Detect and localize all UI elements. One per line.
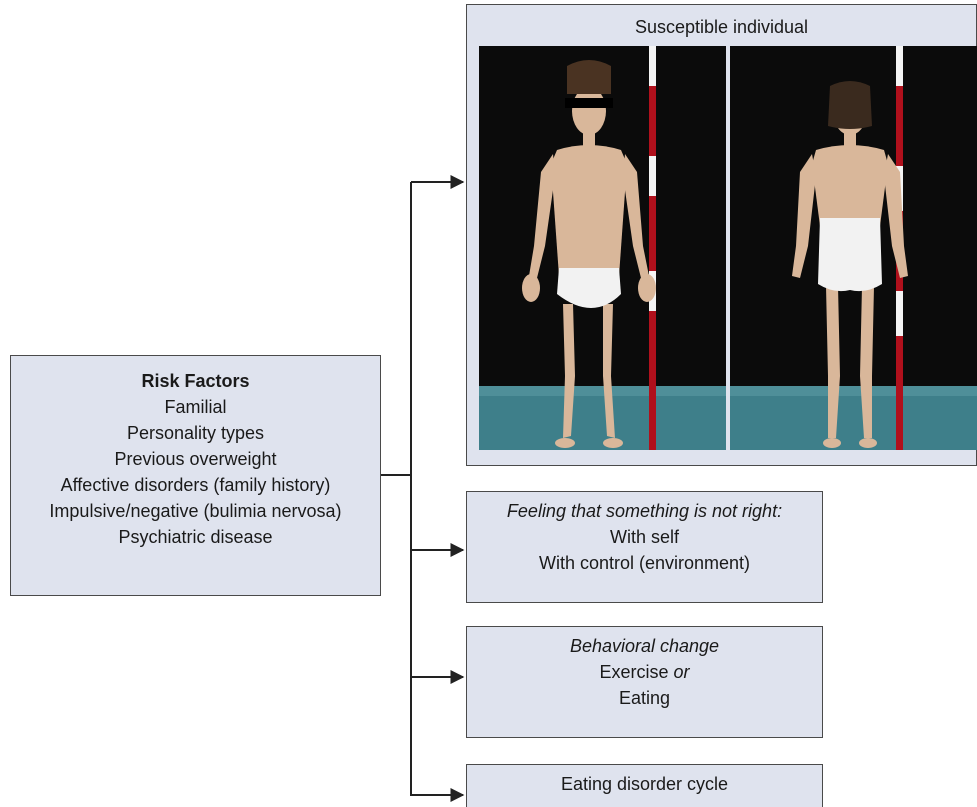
behavior-heading: Behavioral change bbox=[569, 636, 720, 656]
risk-factors-box: Risk Factors Familial Personality types … bbox=[10, 355, 381, 596]
patient-front-photo bbox=[479, 46, 726, 450]
behavior-or-label: or bbox=[673, 662, 690, 682]
risk-factor-item: Previous overweight bbox=[114, 449, 277, 469]
risk-factor-item: Personality types bbox=[126, 423, 265, 443]
risk-factor-item: Affective disorders (family history) bbox=[60, 475, 331, 495]
susceptible-title: Susceptible individual bbox=[634, 17, 809, 37]
behavioral-change-box: Behavioral change Exercise or Eating bbox=[466, 626, 823, 738]
feeling-box: Feeling that something is not right: Wit… bbox=[466, 491, 823, 603]
behavior-item-exercise: Exercise or bbox=[467, 659, 822, 685]
risk-factor-item: Impulsive/negative (bulimia nervosa) bbox=[49, 501, 342, 521]
behavior-eating-label: Eating bbox=[618, 688, 671, 708]
risk-factor-item: Psychiatric disease bbox=[118, 527, 273, 547]
eating-disorder-cycle-box: Eating disorder cycle bbox=[466, 764, 823, 807]
feeling-item: With control (environment) bbox=[538, 553, 751, 573]
risk-factors-title: Risk Factors bbox=[141, 371, 250, 391]
feeling-heading: Feeling that something is not right: bbox=[506, 501, 783, 521]
cycle-title: Eating disorder cycle bbox=[560, 774, 729, 794]
feeling-item: With self bbox=[609, 527, 679, 547]
patient-back-photo bbox=[730, 46, 977, 450]
behavior-exercise-label: Exercise bbox=[599, 662, 669, 682]
risk-factor-item: Familial bbox=[164, 397, 227, 417]
